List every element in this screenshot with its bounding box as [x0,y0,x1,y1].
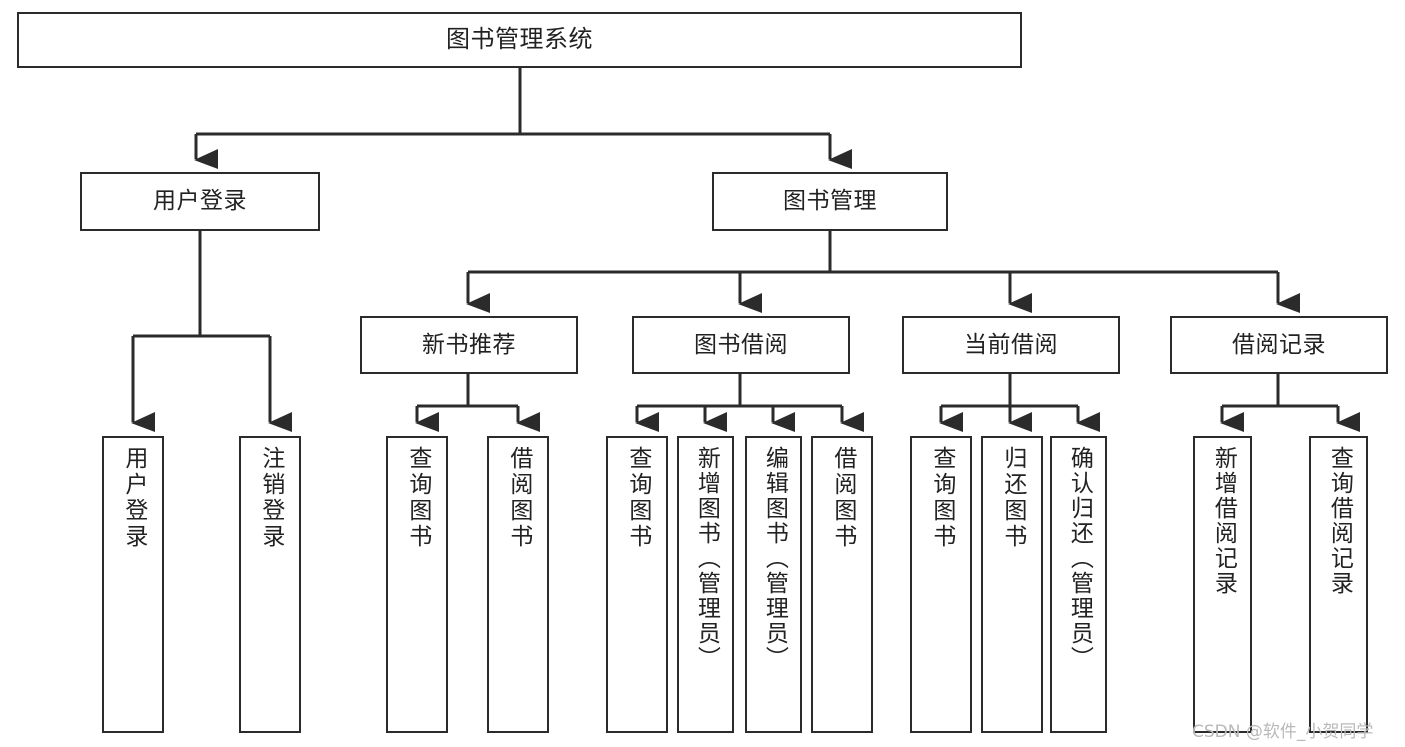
node-leaf-add-book[interactable]: 新增图书（管理员） [677,436,734,733]
node-leaf-borrow-book[interactable]: 借阅图书 [811,436,873,733]
node-leaf-user-login[interactable]: 用户登录 [102,436,164,733]
node-label: 编辑图书（管理员） [761,446,788,671]
node-label: 确认归还（管理员） [1066,446,1093,671]
node-label: 借阅图书 [505,446,532,550]
node-label: 新增借阅记录 [1210,446,1237,596]
node-leaf-add-borrow-record[interactable]: 新增借阅记录 [1193,436,1252,733]
node-current-borrow[interactable]: 当前借阅 [902,316,1120,374]
node-label: 图书管理系统 [446,25,593,54]
node-label: 查询借阅记录 [1326,446,1353,596]
node-leaf-return-book[interactable]: 归还图书 [981,436,1043,733]
node-label: 新书推荐 [422,331,516,358]
node-book-management[interactable]: 图书管理 [712,172,948,231]
node-label: 查询图书 [404,446,431,550]
node-label: 用户登录 [153,188,247,215]
node-label: 新增图书（管理员） [693,446,720,671]
node-leaf-borrow-book-recommend[interactable]: 借阅图书 [487,436,549,733]
node-book-borrow[interactable]: 图书借阅 [632,316,850,374]
node-root-book-management-system[interactable]: 图书管理系统 [17,12,1022,68]
node-leaf-edit-book[interactable]: 编辑图书（管理员） [745,436,802,733]
node-label: 图书管理 [783,188,877,215]
node-new-book-recommend[interactable]: 新书推荐 [360,316,578,374]
node-leaf-query-book-current[interactable]: 查询图书 [910,436,972,733]
node-label: 归还图书 [999,446,1026,550]
node-label: 查询图书 [928,446,955,550]
node-label: 查询图书 [624,446,651,550]
node-leaf-query-borrow-record[interactable]: 查询借阅记录 [1309,436,1368,733]
node-leaf-query-book-recommend[interactable]: 查询图书 [386,436,448,733]
node-user-login[interactable]: 用户登录 [80,172,320,231]
node-label: 借阅图书 [829,446,856,550]
node-borrow-record[interactable]: 借阅记录 [1170,316,1388,374]
node-label: 用户登录 [120,446,147,550]
node-leaf-query-book-borrow[interactable]: 查询图书 [606,436,668,733]
node-label: 图书借阅 [694,331,788,358]
node-leaf-logout-login[interactable]: 注销登录 [239,436,301,733]
node-label: 注销登录 [257,446,284,550]
csdn-watermark: CSDN @软件_小贺同学 [1192,722,1374,742]
node-label: 当前借阅 [964,331,1058,358]
node-label: 借阅记录 [1232,331,1326,358]
node-leaf-confirm-return[interactable]: 确认归还（管理员） [1050,436,1107,733]
